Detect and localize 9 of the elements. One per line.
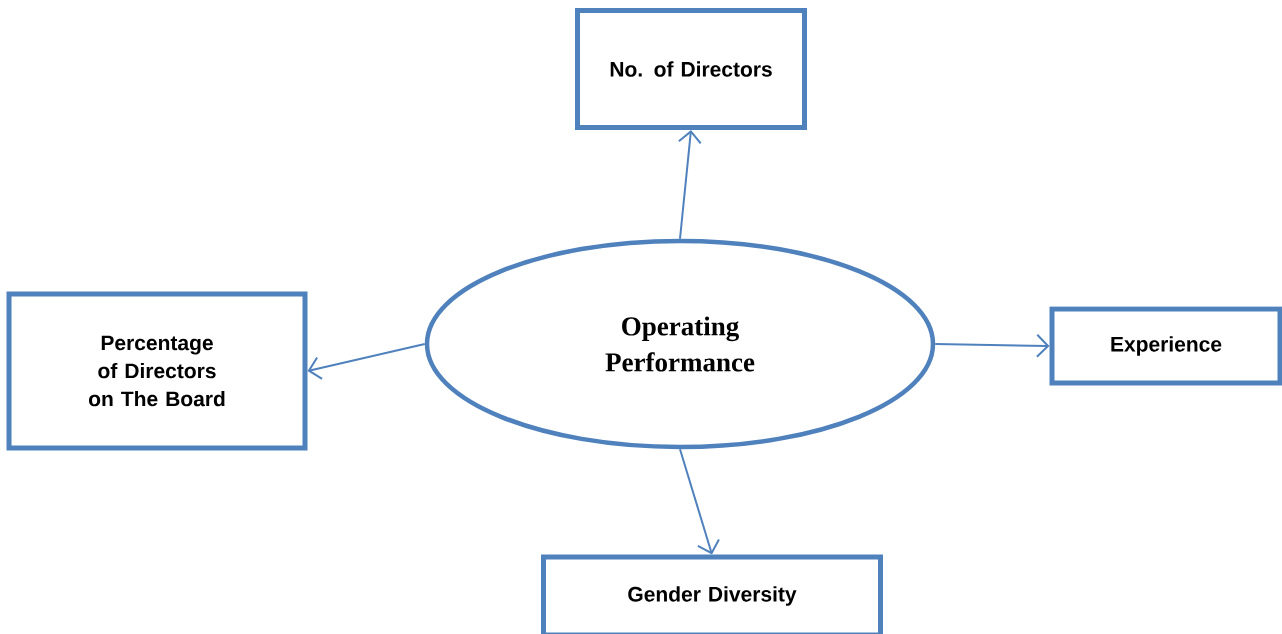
process-box: Gender Diversity	[541, 554, 883, 634]
process-box: Experience	[1049, 306, 1282, 386]
ellipse-node: Operating Performance	[424, 238, 936, 450]
arrow	[677, 130, 702, 240]
arrow	[679, 448, 720, 555]
process-box: No. of Directors	[575, 8, 807, 130]
process-box: Percentage of Directors on The Board	[6, 291, 308, 451]
arrow	[307, 343, 426, 380]
arrow	[934, 333, 1050, 358]
